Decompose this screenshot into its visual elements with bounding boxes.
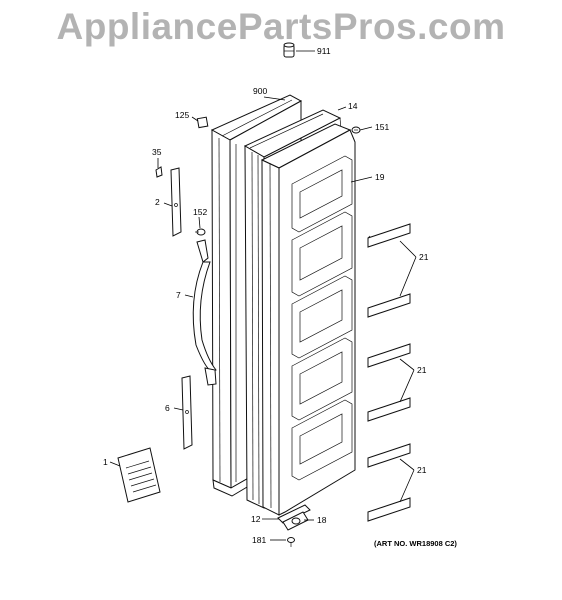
callout-2: 2: [155, 197, 160, 207]
callout-152: 152: [193, 207, 207, 217]
part-21-shelf-3a: [367, 443, 411, 468]
part-1-manual: [117, 447, 161, 503]
callout-151: 151: [375, 122, 389, 132]
part-21-shelf-1a: [367, 223, 411, 248]
callout-19: 19: [375, 172, 385, 182]
liner-shelf-recess-3: [291, 275, 353, 359]
part-19-door-liner: [260, 123, 356, 516]
part-12-bracket: [277, 504, 311, 524]
liner-shelf-recess-4: [291, 337, 353, 421]
callout-14: 14: [348, 101, 358, 111]
callout-1: 1: [103, 457, 108, 467]
leader-lines: [109, 50, 417, 541]
liner-shelf-recess-5: [291, 399, 353, 481]
part-21-shelf-1b: [367, 293, 411, 318]
callout-21-upper: 21: [419, 252, 429, 262]
art-number: (ART NO. WR18908 C2): [374, 539, 457, 548]
callout-181: 181: [252, 535, 266, 545]
callout-21-lower: 21: [417, 465, 427, 475]
part-21-shelf-2b: [367, 397, 411, 422]
callout-7: 7: [176, 290, 181, 300]
part-6-hinge-cover: [181, 375, 193, 450]
callout-18: 18: [317, 515, 327, 525]
liner-shelf-recess-1: [291, 155, 353, 233]
callout-6: 6: [165, 403, 170, 413]
callout-35: 35: [152, 147, 162, 157]
callout-125: 125: [175, 110, 189, 120]
part-21-shelf-2a: [367, 343, 411, 368]
part-911-cap: [283, 42, 295, 58]
part-35-clip: [155, 166, 163, 178]
part-181-screw: [287, 537, 295, 547]
part-21-shelf-3b: [367, 497, 411, 522]
liner-shelf-recess-2: [291, 211, 353, 297]
part-2-hinge-cover: [170, 167, 182, 237]
callout-900: 900: [253, 86, 267, 96]
part-7-handle: [192, 239, 217, 386]
watermark-logo: AppliancePartsPros.com: [56, 6, 506, 47]
part-152-screw: [195, 228, 206, 236]
part-151-screw: [351, 126, 361, 134]
callout-911: 911: [317, 46, 331, 56]
callout-21-middle: 21: [417, 365, 427, 375]
part-125-pad: [196, 116, 209, 129]
callout-12: 12: [251, 514, 261, 524]
